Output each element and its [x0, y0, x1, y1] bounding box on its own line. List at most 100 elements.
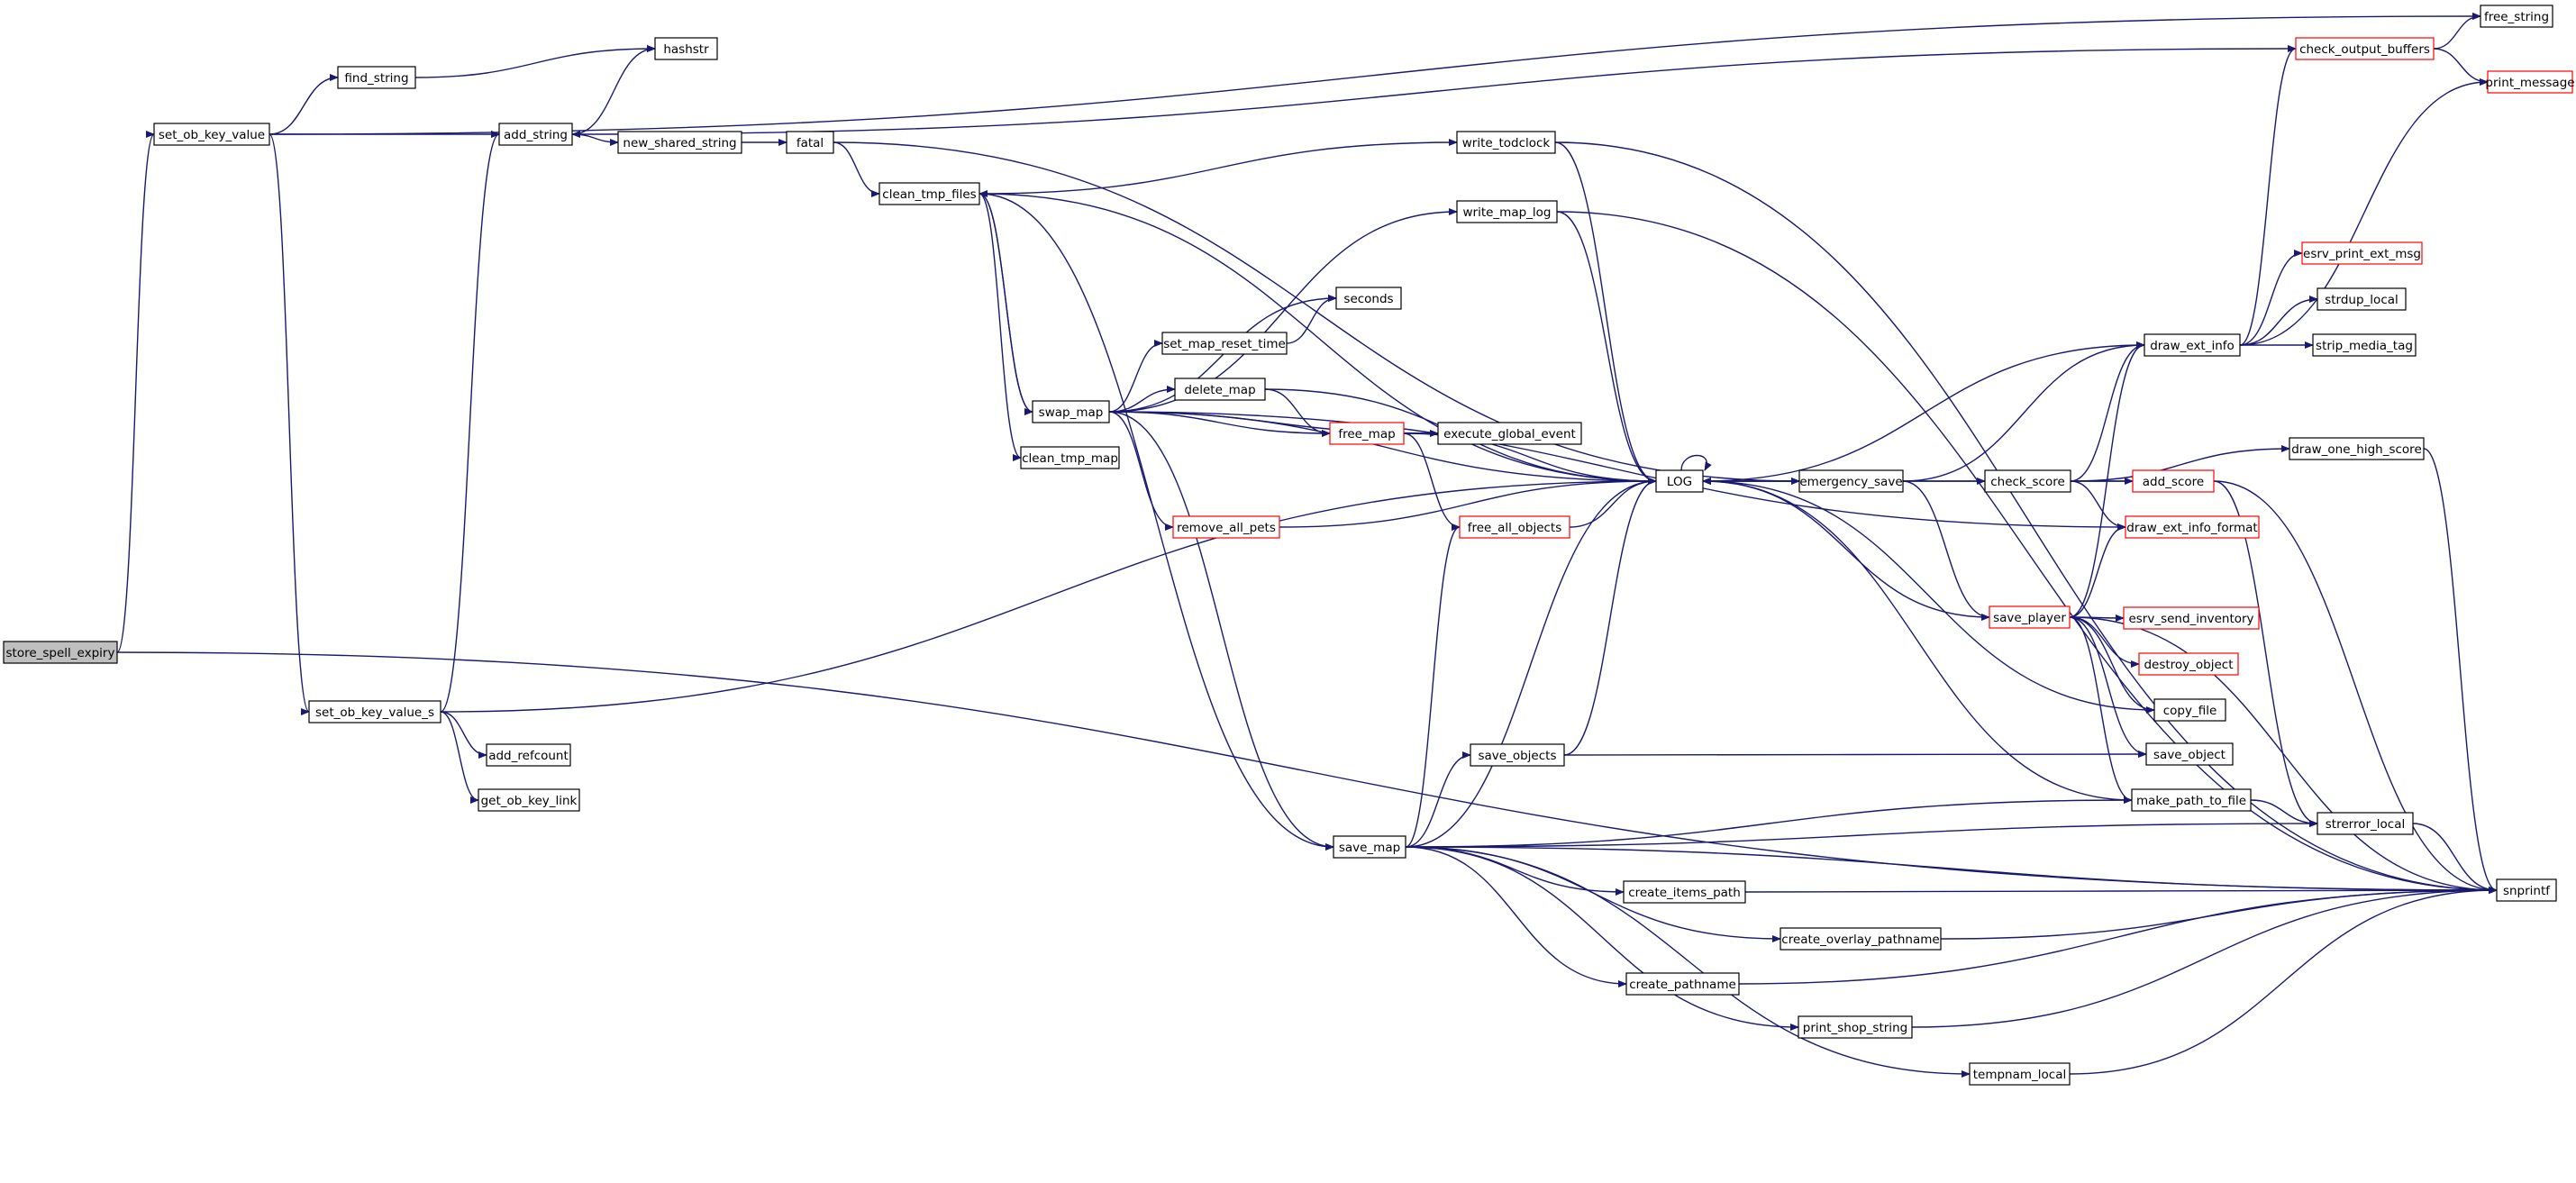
- node-label: write_todclock: [1462, 136, 1551, 150]
- edge-save_map-to-LOG: [1405, 478, 1657, 848]
- node-write_todclock[interactable]: write_todclock: [1456, 131, 1556, 154]
- node-strerror_local[interactable]: strerror_local: [2317, 812, 2414, 835]
- node-add_refcount[interactable]: add_refcount: [486, 743, 571, 767]
- node-box: [1984, 469, 2071, 493]
- node-label: snprintf: [2503, 884, 2551, 898]
- edge-draw_ext_info-to-print_message: [2239, 78, 2489, 346]
- node-set_ob_key_value[interactable]: set_ob_key_value: [153, 123, 270, 146]
- node-get_ob_key_link[interactable]: get_ob_key_link: [478, 788, 580, 812]
- node-label: clean_tmp_files: [882, 187, 976, 202]
- node-tempnam_local[interactable]: tempnam_local: [1969, 1062, 2071, 1086]
- node-draw_one_high_score[interactable]: draw_one_high_score: [2289, 437, 2425, 460]
- node-box: [2496, 878, 2557, 902]
- node-add_score[interactable]: add_score: [2132, 469, 2215, 493]
- edge-set_ob_key_value-to-set_ob_key_value_s: [269, 133, 310, 715]
- node-label: swap_map: [1039, 405, 1104, 420]
- node-box: [478, 788, 580, 812]
- node-print_message[interactable]: print_message: [2485, 70, 2575, 94]
- node-print_shop_string[interactable]: print_shop_string: [1798, 1015, 1913, 1039]
- node-seconds[interactable]: seconds: [1335, 287, 1402, 310]
- node-strdup_local[interactable]: strdup_local: [2317, 287, 2407, 311]
- edge-add_string-to-hashstr: [571, 45, 656, 135]
- node-new_shared_string[interactable]: new_shared_string: [617, 131, 742, 154]
- edge-swap_map-to-write_map_log: [1108, 208, 1458, 413]
- edge-check_score-to-draw_ext_info_format: [2070, 480, 2126, 531]
- node-LOG[interactable]: LOG: [1655, 469, 1704, 493]
- edge-delete_map-to-free_map: [1264, 388, 1331, 437]
- node-check_output_buffers[interactable]: check_output_buffers: [2295, 37, 2435, 60]
- node-destroy_object[interactable]: destroy_object: [2138, 652, 2239, 676]
- node-delete_map[interactable]: delete_map: [1174, 378, 1266, 401]
- node-box: [1780, 927, 1942, 951]
- node-copy_file[interactable]: copy_file: [2153, 698, 2226, 722]
- node-write_map_log[interactable]: write_map_log: [1456, 200, 1558, 223]
- node-set_map_reset_time[interactable]: set_map_reset_time: [1161, 332, 1288, 355]
- node-create_pathname[interactable]: create_pathname: [1625, 972, 1740, 996]
- node-draw_ext_info_format[interactable]: draw_ext_info_format: [2125, 515, 2260, 539]
- node-save_object[interactable]: save_object: [2145, 742, 2234, 766]
- node-save_map[interactable]: save_map: [1333, 835, 1406, 859]
- edge-clean_tmp_files-to-write_todclock: [979, 139, 1458, 195]
- node-find_string[interactable]: find_string: [337, 66, 416, 89]
- node-execute_global_event[interactable]: execute_global_event: [1437, 422, 1582, 445]
- edge-clean_tmp_files-to-save_map: [979, 193, 1334, 851]
- node-box: [1470, 743, 1565, 767]
- node-label: store_spell_expiry: [6, 646, 115, 660]
- node-remove_all_pets[interactable]: remove_all_pets: [1172, 515, 1280, 539]
- node-label: strdup_local: [2325, 293, 2399, 307]
- node-make_path_to_file[interactable]: make_path_to_file: [2131, 788, 2252, 812]
- edge-make_path_to_file-to-strerror_local: [2250, 799, 2318, 827]
- edge-swap_map-to-draw_ext_info_format: [1108, 411, 2126, 531]
- node-label: free_string: [2484, 10, 2549, 24]
- node-free_all_objects[interactable]: free_all_objects: [1459, 515, 1570, 539]
- node-box: [498, 123, 573, 146]
- node-label: find_string: [344, 71, 408, 86]
- node-box: [786, 131, 834, 154]
- node-label: execute_global_event: [1443, 427, 1576, 441]
- node-check_score[interactable]: check_score: [1984, 469, 2071, 493]
- node-clean_tmp_files[interactable]: clean_tmp_files: [878, 182, 980, 205]
- edge-check_output_buffers-to-free_string: [2433, 13, 2481, 50]
- node-label: check_score: [1990, 475, 2065, 489]
- node-store_spell_expiry[interactable]: store_spell_expiry: [3, 641, 118, 664]
- edge-save_map-to-snprintf: [1405, 846, 2498, 894]
- node-save_objects[interactable]: save_objects: [1470, 743, 1565, 767]
- node-create_items_path[interactable]: create_items_path: [1623, 880, 1746, 904]
- node-draw_ext_info[interactable]: draw_ext_info: [2144, 333, 2241, 357]
- edge-create_pathname-to-snprintf: [1738, 887, 2498, 985]
- node-hashstr[interactable]: hashstr: [654, 37, 718, 60]
- node-esrv_print_ext_msg[interactable]: esrv_print_ext_msg: [2301, 241, 2423, 265]
- node-box: [2123, 606, 2260, 630]
- node-box: [1456, 131, 1556, 154]
- node-emergency_save[interactable]: emergency_save: [1798, 469, 1904, 493]
- node-swap_map[interactable]: swap_map: [1032, 400, 1110, 423]
- edge-save_map-to-tempnam_local: [1405, 846, 1971, 1078]
- edge-make_path_to_file-to-LOG: [1702, 478, 2133, 801]
- node-box: [2145, 742, 2234, 766]
- node-box: [2317, 287, 2407, 311]
- node-set_ob_key_value_s[interactable]: set_ob_key_value_s: [308, 700, 441, 723]
- edge-write_map_log-to-snprintf: [1556, 211, 2498, 894]
- node-box: [3, 641, 118, 664]
- node-save_player[interactable]: save_player: [1989, 605, 2071, 629]
- node-snprintf[interactable]: snprintf: [2496, 878, 2557, 902]
- node-free_string[interactable]: free_string: [2480, 5, 2553, 28]
- edge-check_output_buffers-to-add_string: [571, 48, 2297, 138]
- edge-set_ob_key_value_s-to-add_refcount: [440, 711, 487, 759]
- node-label: hashstr: [663, 42, 709, 57]
- edge-layer: [116, 13, 2498, 1078]
- node-free_map[interactable]: free_map: [1329, 422, 1405, 445]
- node-label: draw_ext_info_format: [2126, 521, 2257, 535]
- node-add_string[interactable]: add_string: [498, 123, 573, 146]
- node-box: [2487, 70, 2573, 94]
- edge-swap_map-to-set_map_reset_time: [1108, 340, 1163, 413]
- node-box: [2480, 5, 2553, 28]
- node-fatal[interactable]: fatal: [786, 131, 834, 154]
- node-box: [153, 123, 270, 146]
- node-create_overlay_pathname[interactable]: create_overlay_pathname: [1780, 927, 1942, 951]
- node-esrv_send_inventory[interactable]: esrv_send_inventory: [2123, 606, 2260, 630]
- node-strip_media_tag[interactable]: strip_media_tag: [2312, 333, 2417, 357]
- node-clean_tmp_map[interactable]: clean_tmp_map: [1020, 446, 1120, 469]
- edge-fatal-to-clean_tmp_files: [833, 141, 880, 197]
